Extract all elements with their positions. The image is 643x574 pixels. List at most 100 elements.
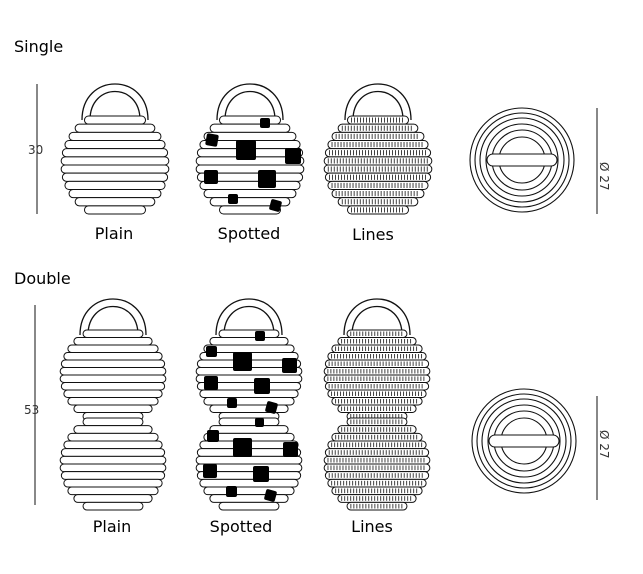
rib xyxy=(203,486,295,496)
rib-lines xyxy=(341,199,412,205)
rib xyxy=(61,148,169,158)
spot xyxy=(265,401,278,414)
rib-lines xyxy=(331,480,423,486)
rib xyxy=(60,382,166,391)
height-label-single: 30 xyxy=(28,143,43,157)
rib xyxy=(195,455,303,465)
rib xyxy=(59,455,167,465)
rib-lines xyxy=(335,399,418,404)
rib-lines xyxy=(327,457,425,463)
rib-lines xyxy=(351,117,403,123)
rib-lines xyxy=(327,369,425,374)
rib xyxy=(68,189,162,199)
rib xyxy=(346,417,408,427)
rib-lines xyxy=(328,361,423,366)
rib-lines xyxy=(327,158,428,164)
rib xyxy=(331,432,423,442)
rib-lines xyxy=(335,191,418,197)
handle xyxy=(343,298,411,336)
rib-lines xyxy=(335,133,418,139)
single-row xyxy=(60,83,575,215)
rib xyxy=(59,463,167,473)
top-ring xyxy=(481,398,567,484)
spot xyxy=(206,346,217,357)
height-label-double: 53 xyxy=(24,403,39,417)
rib-lines xyxy=(341,496,412,501)
rib xyxy=(60,471,166,480)
rib-lines xyxy=(350,419,403,425)
top-handle xyxy=(486,153,558,167)
lamp-double-lines xyxy=(323,298,431,511)
rib xyxy=(331,344,423,353)
rib xyxy=(73,404,153,413)
rib xyxy=(82,501,144,511)
rib xyxy=(63,389,163,398)
rib xyxy=(83,115,147,125)
rib xyxy=(68,131,162,141)
rib xyxy=(74,197,156,207)
handle xyxy=(216,83,284,121)
lamp-single-plain xyxy=(60,83,170,215)
handle xyxy=(81,83,149,121)
rib xyxy=(60,164,170,174)
rib-lines xyxy=(327,166,428,172)
spot xyxy=(204,376,218,390)
top-ring xyxy=(476,393,572,489)
rib xyxy=(331,397,423,406)
lamp-drawings xyxy=(59,83,577,511)
spot xyxy=(253,466,269,482)
rib xyxy=(199,389,299,398)
double-row xyxy=(59,298,577,511)
variant-label-single-lines: Lines xyxy=(352,225,394,244)
rib xyxy=(218,417,280,427)
rib-lines xyxy=(329,174,426,180)
lamp-globe xyxy=(195,115,305,215)
rib xyxy=(63,440,163,450)
rib-lines xyxy=(351,207,403,213)
lamp-double-plain xyxy=(59,298,167,511)
section-title-single: Single xyxy=(14,37,63,56)
rib-lines xyxy=(331,442,423,448)
rib xyxy=(218,329,280,338)
spot xyxy=(283,442,298,457)
rib xyxy=(82,329,144,338)
top-ring xyxy=(471,388,577,494)
rib xyxy=(64,140,166,150)
rib-lines xyxy=(350,503,403,509)
spot xyxy=(228,194,238,204)
rib xyxy=(82,417,144,427)
rib-lines xyxy=(329,150,426,156)
spot xyxy=(282,358,297,373)
rib xyxy=(60,448,166,457)
variant-label-single-plain: Plain xyxy=(95,224,133,243)
rib xyxy=(60,156,170,166)
rib xyxy=(346,501,408,511)
rib xyxy=(346,329,408,338)
variant-label-double-spotted: Spotted xyxy=(210,517,273,536)
lamp-globe xyxy=(323,115,433,215)
rib xyxy=(61,172,169,182)
spot xyxy=(285,148,301,164)
spot xyxy=(204,170,218,184)
rib xyxy=(209,494,289,503)
top-ring xyxy=(474,112,570,208)
rib xyxy=(209,123,291,133)
lamp-globe xyxy=(59,417,167,511)
rib-lines xyxy=(341,406,412,411)
diameter-label-double: Ø 27 xyxy=(597,430,611,459)
spots xyxy=(203,331,298,502)
rib xyxy=(203,397,295,406)
lamp-single-lines xyxy=(323,83,433,215)
rib xyxy=(73,337,153,346)
rib xyxy=(63,478,163,488)
rib xyxy=(60,359,166,368)
lamp-globe xyxy=(195,329,303,421)
rib xyxy=(64,180,166,190)
rib-lines xyxy=(331,182,423,188)
rib-lines xyxy=(341,427,412,432)
rib-lines xyxy=(335,346,418,351)
rib xyxy=(209,337,289,346)
rib xyxy=(67,344,159,353)
spot xyxy=(236,140,256,160)
